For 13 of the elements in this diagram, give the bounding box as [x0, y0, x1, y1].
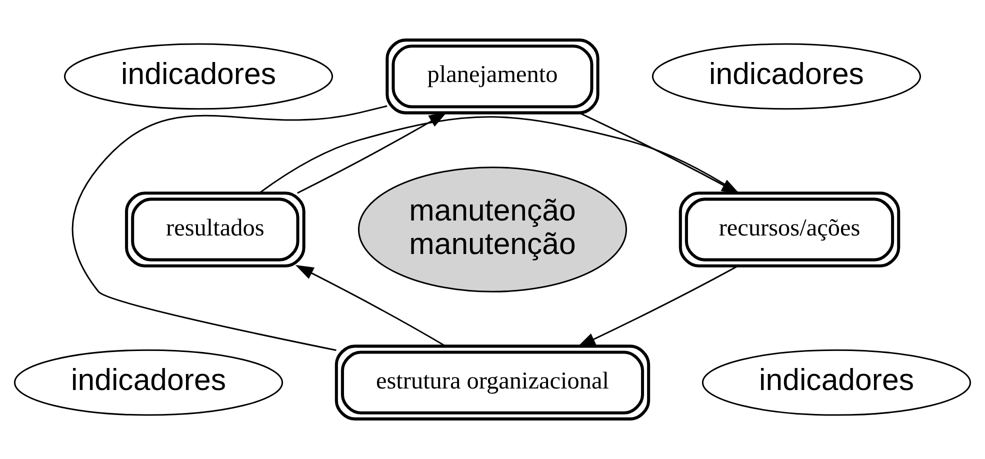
node-box: recursos/ações: [678, 192, 900, 268]
node-box: planejamento: [386, 38, 600, 114]
arrow: [297, 112, 448, 194]
node-ellipse: indicadores: [702, 349, 972, 416]
node-ellipse: indicadores: [64, 43, 334, 110]
node-ellipse: indicadores: [14, 349, 284, 416]
arrow: [577, 266, 738, 348]
node-box: estrutura organizacional: [334, 344, 650, 420]
node-ellipse: indicadores: [652, 43, 922, 110]
arrow: [295, 264, 446, 347]
node-ellipse: manutenção manutenção: [358, 166, 628, 292]
node-box: resultados: [125, 192, 306, 268]
connector: [72, 105, 388, 351]
